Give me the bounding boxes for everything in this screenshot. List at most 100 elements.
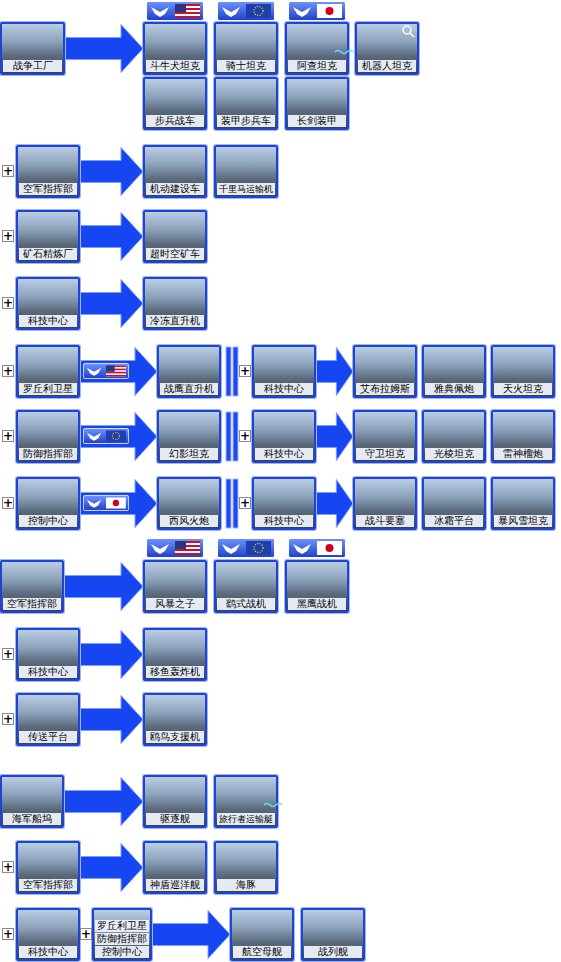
icon-box: 鹞式战机 xyxy=(214,560,278,613)
icon-box: 超时空矿车 xyxy=(143,210,207,263)
unit-name: 罗丘利卫星 xyxy=(95,920,149,932)
unit-name: 战争工厂 xyxy=(3,60,62,72)
icon-box: 空军指挥部 xyxy=(16,145,80,198)
icon-box: 斗牛犬坦克 xyxy=(143,22,207,75)
icon-box: 暴风雪坦克 xyxy=(491,477,555,530)
icon-box: 骑士坦克 xyxy=(214,22,278,75)
unit-name: 防御指挥部 xyxy=(19,448,77,460)
unit-name: 幻影坦克 xyxy=(160,448,218,460)
unit-name: 鹞式战机 xyxy=(217,598,275,610)
plus-sign: + xyxy=(2,928,14,940)
icon-box: 战列舰 xyxy=(301,908,365,961)
flag-tab xyxy=(83,495,128,510)
icon-box: 空军指挥部 xyxy=(16,841,80,894)
flag-tab xyxy=(289,2,346,21)
unit-name: 科技中心 xyxy=(19,315,77,327)
icon-box: 移鱼轰炸机 xyxy=(143,628,207,681)
icon-box: 空军指挥部 xyxy=(0,560,64,613)
icon-box: 海军船坞 xyxy=(0,775,64,828)
plus-sign: + xyxy=(2,713,14,725)
icon-box: 海豚 xyxy=(214,841,278,894)
icon-box: 守卫坦克 xyxy=(353,410,417,463)
unit-name: 空军指挥部 xyxy=(19,183,77,195)
flag-tab xyxy=(147,2,204,21)
flag-tab xyxy=(289,539,346,558)
block-arrow xyxy=(64,563,143,611)
block-arrow xyxy=(80,631,143,679)
icon-box: 科技中心 xyxy=(16,908,80,961)
unit-name: 阿查坦克 xyxy=(288,60,346,72)
unit-name: 斗牛犬坦克 xyxy=(146,60,204,72)
unit-name: 移鱼轰炸机 xyxy=(146,666,204,678)
icon-box: 风暴之子 xyxy=(143,560,207,613)
icon-box: 机动建设车 xyxy=(143,145,207,198)
icon-box: 战斗要塞 xyxy=(353,477,417,530)
unit-name: 传送平台 xyxy=(19,731,77,743)
flag-tab xyxy=(83,428,128,443)
block-arrow xyxy=(316,413,353,461)
unit-name: 战列舰 xyxy=(304,946,362,958)
icon-box: 罗丘利卫星防御指挥部控制中心 xyxy=(92,908,152,961)
unit-name: 暴风雪坦克 xyxy=(494,515,552,527)
plus-sign: + xyxy=(2,165,14,177)
block-arrow xyxy=(316,348,353,396)
plus-sign: + xyxy=(2,365,14,377)
unit-name: 海军船坞 xyxy=(3,813,61,825)
icon-box: 艾布拉姆斯 xyxy=(353,345,417,398)
unit-name: 骑士坦克 xyxy=(217,60,275,72)
icon-box: 西风火炮 xyxy=(157,477,221,530)
plus-sign: + xyxy=(2,648,14,660)
block-arrow xyxy=(80,213,143,261)
plus-sign: + xyxy=(239,365,251,377)
icon-box: 雷神榴炮 xyxy=(491,410,555,463)
unit-name: 守卫坦克 xyxy=(356,448,414,460)
unit-name: 科技中心 xyxy=(255,448,313,460)
icon-box: 战鹰直升机 xyxy=(157,345,221,398)
amphibious-badge xyxy=(335,51,353,54)
icon-box: 驱逐舰 xyxy=(143,775,207,828)
icon-box: 机器人坦克 xyxy=(355,22,419,75)
icon-box: 矿石精炼厂 xyxy=(16,210,80,263)
unit-name: 黑鹰战机 xyxy=(288,598,346,610)
unit-name: 雷神榴炮 xyxy=(494,448,552,460)
icon-box: 科技中心 xyxy=(16,628,80,681)
icon-box: 科技中心 xyxy=(252,477,316,530)
unit-name: 科技中心 xyxy=(255,515,313,527)
icon-box: 雅典佩炮 xyxy=(422,345,486,398)
unit-name: 步兵战车 xyxy=(146,115,204,127)
unit-name: 控制中心 xyxy=(19,515,77,527)
unit-name: 超时空矿车 xyxy=(146,248,204,260)
icon-box: 旅行者运输艇 xyxy=(214,775,278,828)
icon-box: 科技中心 xyxy=(16,277,80,330)
block-arrow xyxy=(64,778,143,826)
icon-box: 天火坦克 xyxy=(491,345,555,398)
unit-name: 空军指挥部 xyxy=(3,598,61,610)
unit-name: 光棱坦克 xyxy=(425,448,483,460)
block-arrow xyxy=(80,480,157,528)
unit-name: 罗丘利卫星 xyxy=(19,383,77,395)
unit-name: 战斗要塞 xyxy=(356,515,414,527)
plus-sign: + xyxy=(239,497,251,509)
plus-sign: + xyxy=(2,430,14,442)
block-arrow xyxy=(80,348,157,396)
block-arrow xyxy=(80,280,143,328)
icon-box: 步兵战车 xyxy=(143,77,207,130)
unit-name: 科技中心 xyxy=(19,666,77,678)
unit-name: 战鹰直升机 xyxy=(160,383,218,395)
icon-box: 装甲步兵车 xyxy=(214,77,278,130)
icon-box: 冷冻直升机 xyxy=(143,277,207,330)
icon-box: 传送平台 xyxy=(16,693,80,746)
unit-name: 冰霜平台 xyxy=(425,515,483,527)
unit-name: 机器人坦克 xyxy=(358,60,416,72)
icon-box: 神盾巡洋舰 xyxy=(143,841,207,894)
amphibious-badge xyxy=(264,804,282,807)
icon-box: 科技中心 xyxy=(252,410,316,463)
icon-box: 罗丘利卫星 xyxy=(16,345,80,398)
unit-name: 科技中心 xyxy=(19,946,77,958)
icon-box: 防御指挥部 xyxy=(16,410,80,463)
unit-name: 神盾巡洋舰 xyxy=(146,879,204,891)
icon-box: 光棱坦克 xyxy=(422,410,486,463)
unit-name: 航空母舰 xyxy=(233,946,291,958)
unit-name: 雅典佩炮 xyxy=(425,383,483,395)
double-bar xyxy=(226,347,238,528)
